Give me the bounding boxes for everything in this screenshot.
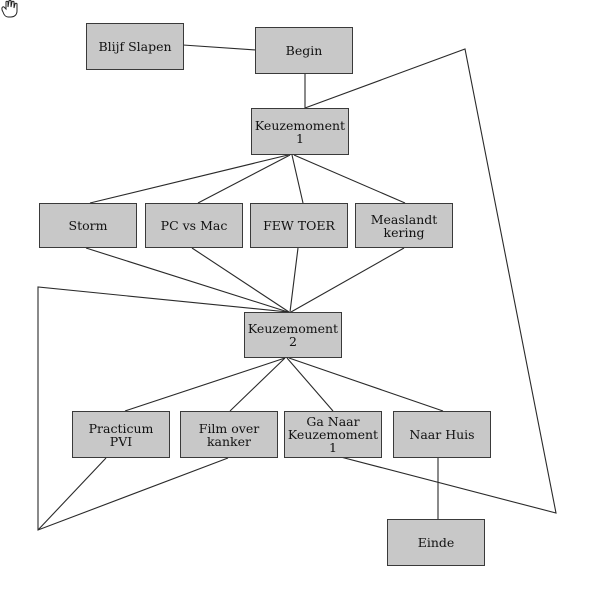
edge-fewtoer-keuze2 bbox=[289, 247, 299, 313]
edge-storm-keuze2 bbox=[85, 247, 289, 313]
node-few-toer[interactable]: FEW TOER bbox=[250, 203, 348, 248]
edge-keuze1-fewtoer bbox=[291, 154, 304, 204]
node-pc-vs-mac[interactable]: PC vs Mac bbox=[145, 203, 243, 248]
edge-keuze1-pcvsmac bbox=[197, 154, 291, 204]
edge-keuze2-ganaar bbox=[286, 357, 334, 412]
node-keuzemoment-2[interactable]: Keuzemoment 2 bbox=[244, 312, 342, 358]
edge-practicum-loop bbox=[37, 457, 107, 531]
edge-measlandt-keuze2 bbox=[290, 247, 405, 313]
node-keuzemoment-1[interactable]: Keuzemoment 1 bbox=[251, 108, 349, 155]
edge-ganaar-loop bbox=[304, 48, 557, 514]
edge-keuze1-storm bbox=[89, 154, 289, 204]
edge-keuze2-naarhuis bbox=[288, 357, 444, 412]
node-blijf-slapen[interactable]: Blijf Slapen bbox=[86, 23, 184, 70]
edge-keuze1-measlandt bbox=[293, 154, 406, 204]
node-practicum-pvi[interactable]: Practicum PVI bbox=[72, 411, 170, 458]
edge-keuze2-film bbox=[229, 357, 286, 412]
hand-cursor-icon bbox=[1, 0, 18, 18]
node-naar-huis[interactable]: Naar Huis bbox=[393, 411, 491, 458]
node-einde[interactable]: Einde bbox=[387, 519, 485, 566]
edge-pcvsmac-keuze2 bbox=[191, 247, 290, 313]
node-measlandt-kering[interactable]: Measlandt kering bbox=[355, 203, 453, 248]
node-begin[interactable]: Begin bbox=[255, 27, 353, 74]
node-film-over-kanker[interactable]: Film over kanker bbox=[180, 411, 278, 458]
edge-film-loop bbox=[37, 286, 289, 531]
node-storm[interactable]: Storm bbox=[39, 203, 137, 248]
edge-keuze2-practicum bbox=[124, 357, 286, 412]
node-ga-naar-keuzemoment-1[interactable]: Ga Naar Keuzemoment 1 bbox=[284, 411, 382, 458]
edge-blijfslapen-begin bbox=[182, 44, 257, 51]
